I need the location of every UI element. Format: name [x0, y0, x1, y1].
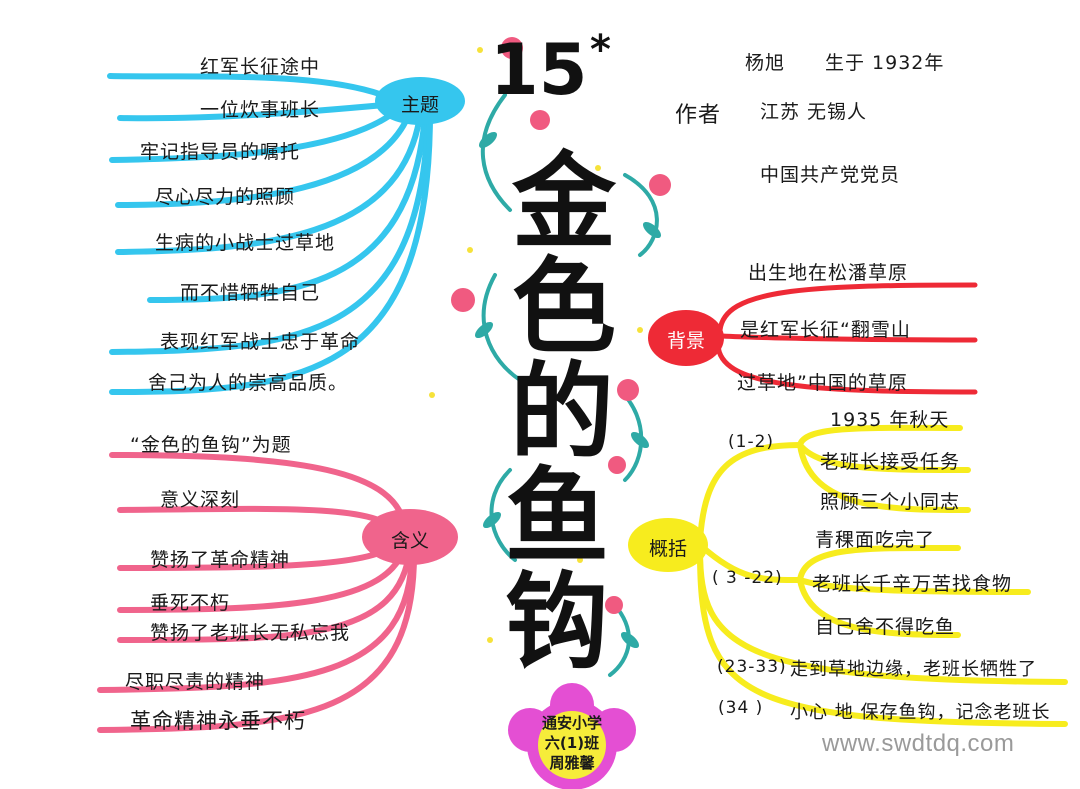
- badge-center: [538, 711, 606, 779]
- meaning-node-shape: [362, 509, 458, 565]
- lesson-star: *: [590, 27, 611, 73]
- summary-item: 1935 年秋天: [830, 409, 950, 431]
- meaning-item: 意义深刻: [160, 489, 241, 511]
- meaning-item: “金色的鱼钩”为题: [130, 434, 292, 456]
- author-born: 生于 1932年: [825, 52, 945, 74]
- summary-item: 老班长接受任务: [820, 451, 961, 473]
- summary-range: ( 3 -22): [712, 568, 783, 588]
- theme-item: 尽心尽力的照顾: [155, 186, 296, 208]
- summary-item: 自己舍不得吃鱼: [815, 616, 956, 638]
- summary-item: 老班长千辛万苦找食物: [812, 573, 1013, 595]
- title-char-3: 的: [510, 351, 615, 473]
- theme-node-label: 主题: [400, 94, 439, 116]
- summary-item: 照顾三个小同志: [820, 491, 961, 513]
- background-branch-lines: [715, 282, 978, 395]
- summary-range: (34 ): [718, 698, 764, 718]
- background-item: 是红军长征“翻雪山: [740, 319, 911, 341]
- summary-item: 小心 地 保存鱼钩，记念老班长: [790, 702, 1051, 723]
- summary-node-shape: [628, 518, 708, 572]
- flower-decoration: [451, 37, 671, 614]
- watermark: www.swdtdq.com: [822, 730, 1015, 757]
- meaning-node-label: 含义: [390, 530, 429, 552]
- background-node-label: 背景: [666, 330, 705, 352]
- summary-range: (23-33): [717, 657, 787, 677]
- sparkle-dots: [429, 47, 643, 643]
- background-node-shape: [648, 310, 724, 366]
- meaning-item: 革命精神永垂不朽: [130, 709, 306, 733]
- author-label: 作者: [675, 103, 722, 128]
- meaning-item: 尽职尽责的精神: [125, 671, 266, 693]
- summary-item: 青稞面吃完了: [815, 529, 936, 551]
- author-place: 江苏 无锡人: [760, 101, 868, 123]
- theme-item: 而不惜牺牲自己: [180, 282, 321, 304]
- summary-range: (1-2): [728, 432, 775, 452]
- meaning-item: 赞扬了革命精神: [150, 549, 291, 571]
- theme-branch-lines: [107, 73, 433, 395]
- background-item: 出生地在松潘草原: [748, 262, 909, 284]
- summary-item: 走到草地边缘，老班长牺牲了: [790, 659, 1037, 680]
- title-char-4: 鱼: [505, 456, 610, 578]
- title-char-1: 金: [512, 141, 617, 263]
- meaning-item: 赞扬了老班长无私忘我: [150, 622, 351, 644]
- title-char-2: 色: [512, 246, 617, 368]
- badge-student: 周雅馨: [549, 754, 595, 772]
- meaning-branch-lines: [97, 452, 418, 733]
- meaning-item: 垂死不朽: [150, 592, 231, 614]
- badge-school: 通安小学: [541, 714, 602, 732]
- theme-item: 牢记指导员的嘱托: [140, 141, 301, 163]
- summary-node-label: 概括: [648, 538, 687, 560]
- theme-item: 一位炊事班长: [200, 99, 321, 121]
- badge-class: 六(1)班: [544, 734, 600, 752]
- summary-branch-lines: [697, 424, 1068, 727]
- theme-item: 生病的小战士过草地: [155, 232, 336, 254]
- background-item: 过草地”中国的草原: [737, 372, 908, 394]
- theme-node-shape: [375, 77, 465, 125]
- author-name: 杨旭: [745, 52, 786, 74]
- theme-item: 舍己为人的崇高品质。: [148, 372, 349, 394]
- title-char-5: 钩: [505, 561, 610, 683]
- theme-item: 红军长征途中: [200, 56, 321, 78]
- theme-item: 表现红军战士忠于革命: [160, 331, 361, 353]
- author-party: 中国共产党党员: [760, 164, 901, 186]
- lesson-number: 15: [490, 29, 588, 111]
- vine-leaves: [474, 131, 662, 649]
